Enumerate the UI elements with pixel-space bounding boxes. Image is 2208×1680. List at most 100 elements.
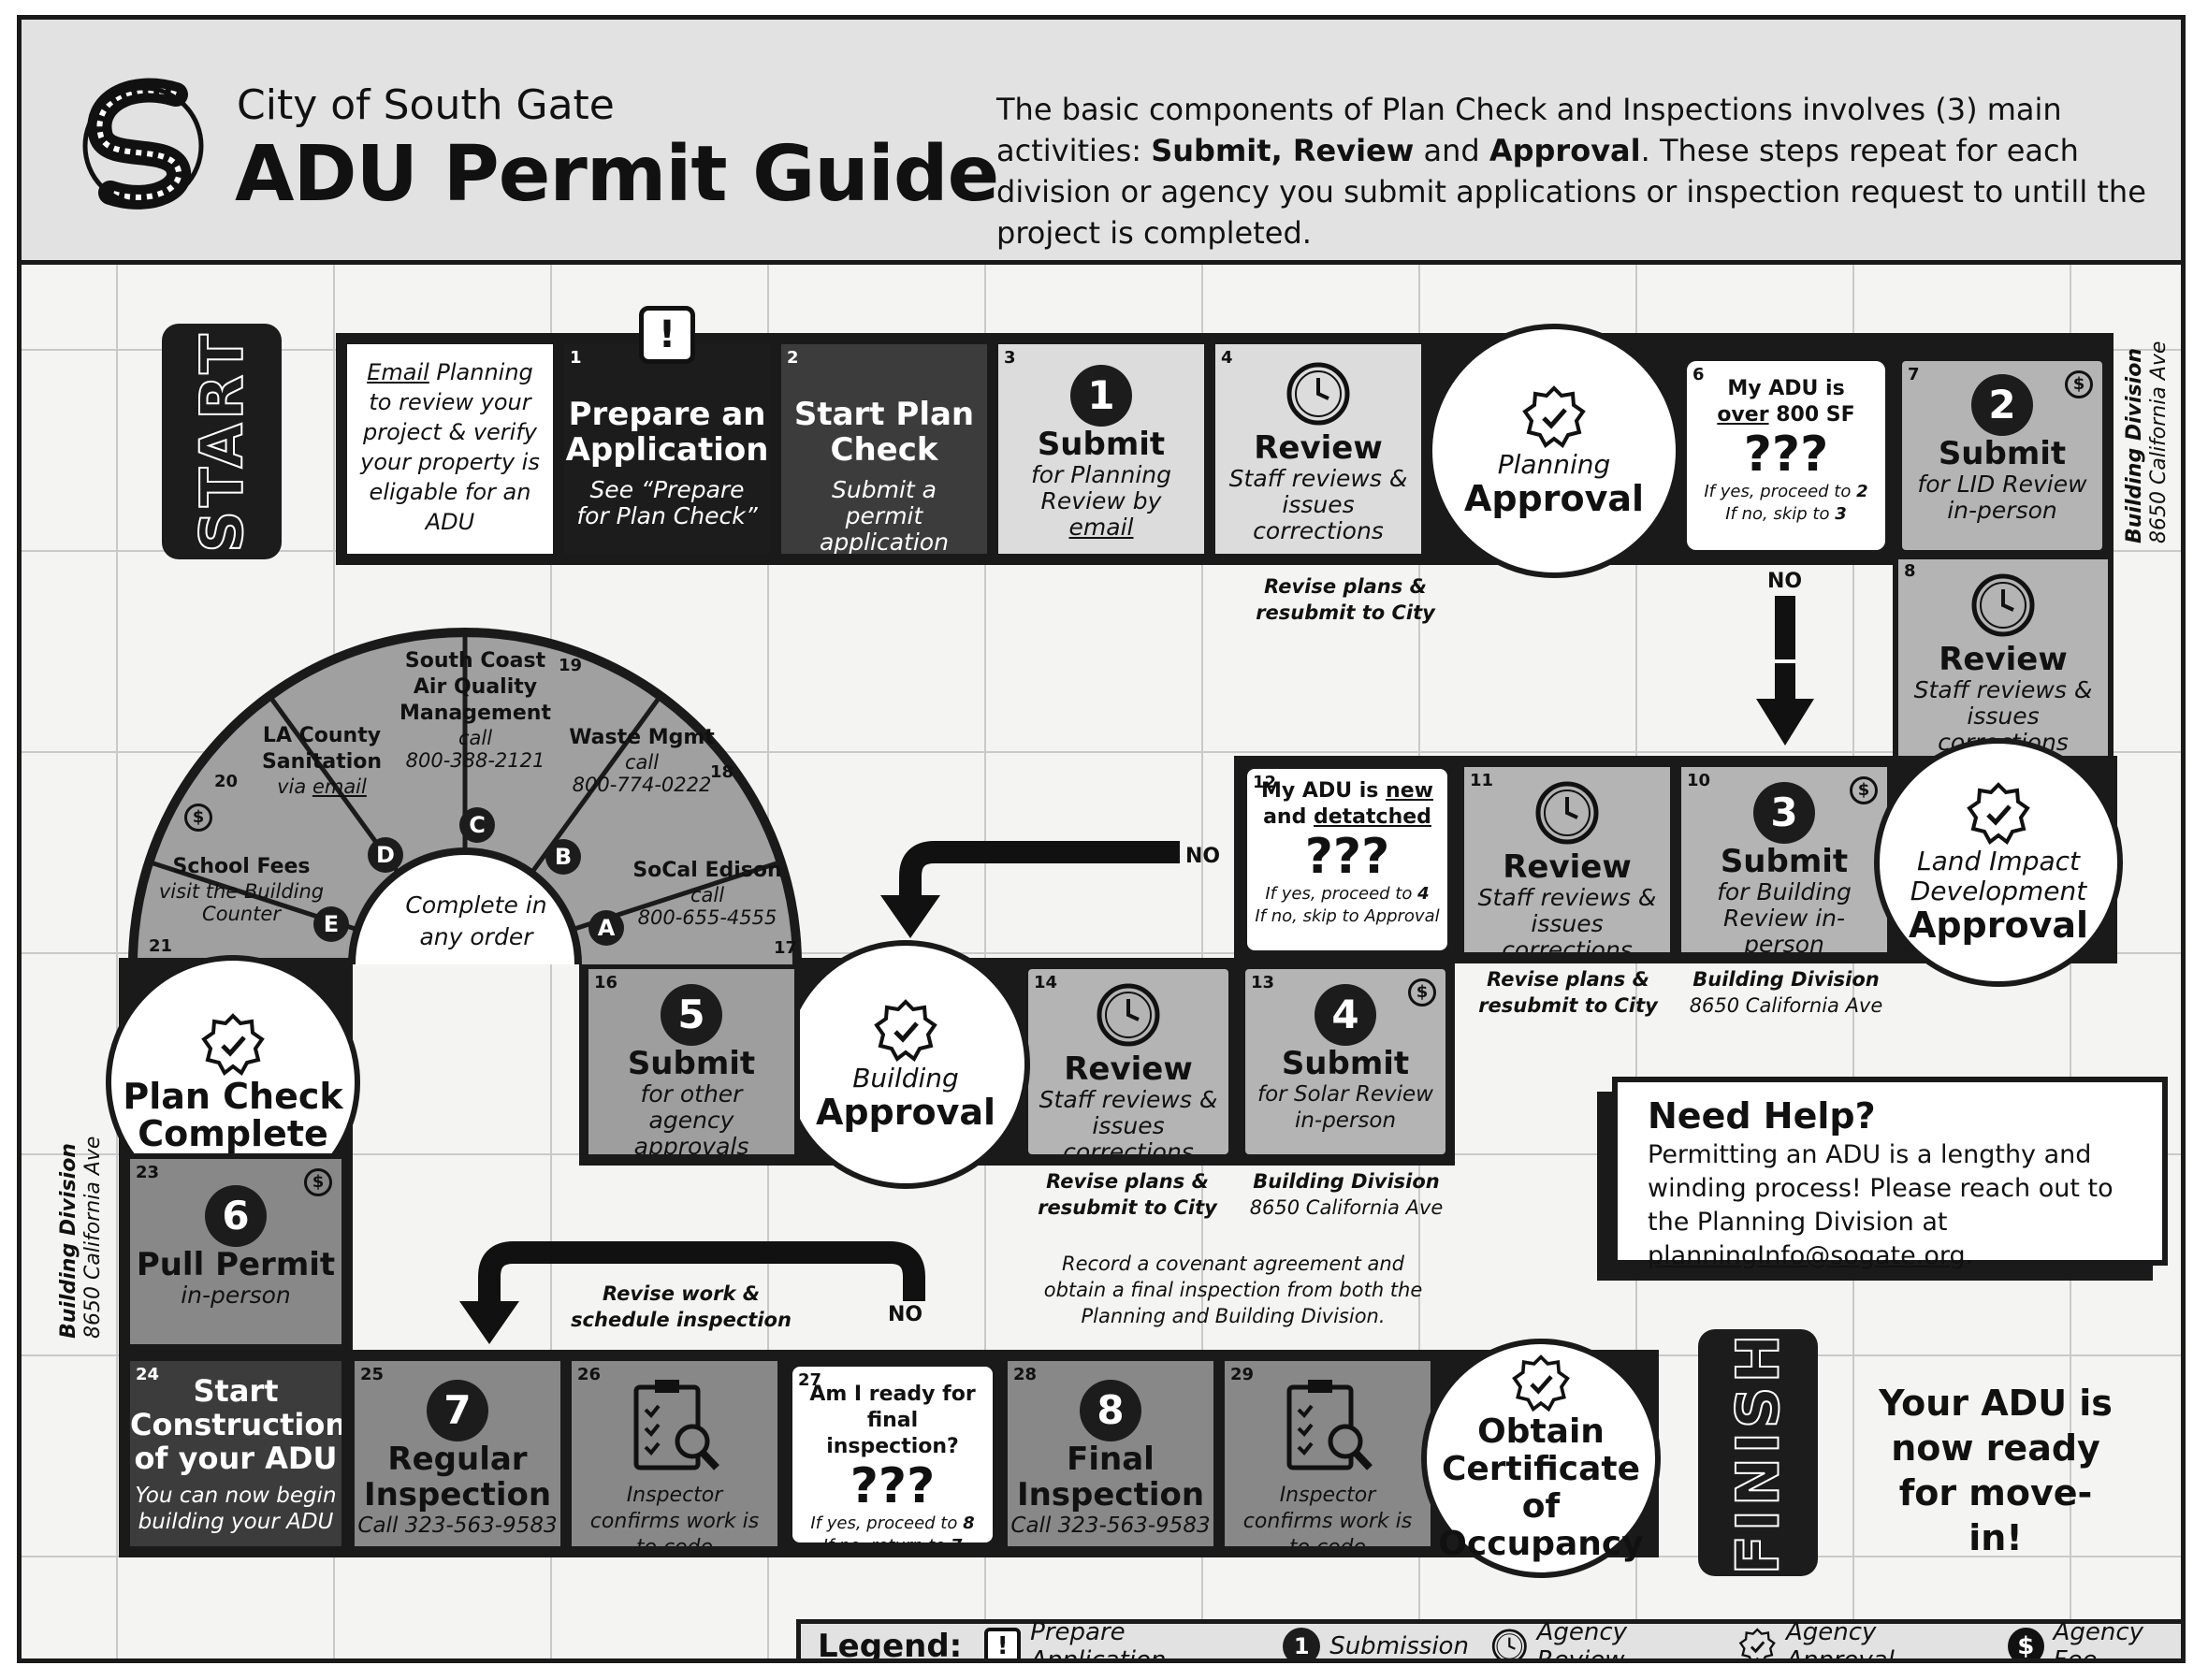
tile-number: 3 (1004, 348, 1016, 368)
tile-review-building: 11 Review Staff reviews & issues correct… (1459, 761, 1676, 958)
approval-l2: Approval (1463, 478, 1645, 519)
question-text: Am I ready for final inspection? (809, 1383, 976, 1458)
intro-line: The basic components of Plan Check and I… (996, 92, 2062, 168)
page-title: ADU Permit Guide (235, 130, 999, 219)
submission-icon: 7 (427, 1380, 488, 1441)
submission-icon: 3 (1753, 782, 1815, 844)
agency-method: visit the Building Counter (158, 880, 325, 925)
fan-item-socal-edison: SoCal Edison call 800-655-4555 (618, 858, 796, 929)
yes-step: 4 (1417, 884, 1430, 904)
no-text: If no, skip to Approval (1255, 906, 1440, 926)
tile-title: Regular Inspection (363, 1441, 552, 1513)
tile-number: 2 (787, 348, 799, 368)
tile-title: Start Construction of your ADU (130, 1373, 347, 1476)
tile0-text: Planning to review your project & verify… (360, 359, 540, 535)
dollar-icon: $ (1408, 978, 1436, 1007)
tile-sub: Call 323-563-9583 (357, 1513, 558, 1538)
tile-sub: Staff reviews & issues corrections (1477, 884, 1657, 958)
note-address: 8650 California Ave (1249, 1196, 1444, 1219)
yes-step: 8 (963, 1513, 975, 1533)
start-marker: START (162, 324, 282, 559)
finish-label: FINISH (1723, 1330, 1794, 1576)
tile-inspector-confirms-2: 29 Inspector confirms work is to code (1219, 1355, 1436, 1552)
dollar-icon: $ (1850, 776, 1878, 804)
legend-item-submission: 1 Submission (1283, 1627, 1469, 1658)
help-email-link[interactable]: planningInfo@sogate.org (1648, 1241, 1966, 1270)
agency-phone: 800-388-2121 (405, 749, 545, 772)
note-bold: Building Division (1253, 1170, 1440, 1193)
tile-title: Start Plan Check (793, 396, 975, 469)
fan-item-school-fees: School Fees visit the Building Counter (153, 854, 330, 925)
arrow-icon (1756, 596, 1814, 746)
intro-rest: . These steps repeat for each division o… (996, 133, 2146, 251)
planning-approval-ring: Planning Approval (1427, 324, 1681, 578)
tile-number: 10 (1687, 771, 1711, 790)
tile-sub: for Building Review in-person (1717, 878, 1852, 958)
intro-and: and (1414, 133, 1489, 168)
dollar-icon: $ (304, 1168, 332, 1196)
note-address: 8650 California Ave (81, 1136, 105, 1339)
tile-title: Prepare an Application (565, 396, 769, 469)
email-link[interactable]: email (1068, 514, 1134, 541)
email-link[interactable]: Email (367, 359, 429, 385)
approval-l1: Planning (1497, 449, 1611, 480)
tile-number: 14 (1034, 973, 1058, 992)
building-approval-ring: Building Approval (781, 940, 1030, 1189)
question-text: detatched (1314, 805, 1431, 829)
tile-number: 11 (1470, 771, 1494, 790)
agency-name: South Coast Air Quality Management (399, 649, 551, 725)
approval-badge-icon (874, 999, 937, 1063)
tile-sub: Submit a permit application (820, 476, 949, 556)
approval-badge-icon (1739, 1627, 1777, 1658)
intro-review: Review (1292, 133, 1415, 168)
city-name: City of South Gate (237, 81, 615, 129)
fan-number: 17 (774, 938, 798, 958)
revise-note: Revise plans & resubmit to City (1038, 1170, 1217, 1219)
tile-number: 1 (570, 348, 582, 368)
legend: Legend: ! Prepare Application 1 Submissi… (796, 1617, 2181, 1663)
legend-label: Agency Fee (2053, 1617, 2144, 1663)
tile-title: Review (1503, 848, 1632, 886)
note-bold: Building Division (2123, 348, 2146, 543)
tile-sub: Staff reviews & issues corrections (1228, 465, 1408, 544)
submission-icon: 2 (1971, 374, 2033, 436)
clock-icon (1286, 362, 1350, 426)
tile-review-planning: 4 Review Staff reviews & issues correcti… (1210, 339, 1427, 559)
tile-title: Submit (1037, 426, 1166, 463)
tile-sub: Inspector confirms work is to code (1242, 1484, 1413, 1552)
question-text: and (1263, 805, 1314, 829)
tile-sub: Staff reviews & issues corrections (1039, 1086, 1218, 1160)
submission-icon: 6 (205, 1185, 267, 1247)
tile-number: 25 (360, 1365, 385, 1384)
note-address: 8650 California Ave (1689, 994, 1883, 1017)
intro-approval: Approval (1489, 133, 1641, 168)
email-link[interactable]: email (312, 775, 367, 798)
fan-item-waste-mgmt: Waste Mgmt call 800-774-0222 (567, 725, 717, 796)
arrow-icon (880, 841, 1180, 938)
fan-letter-b: B (545, 839, 581, 875)
legend-title: Legend: (818, 1627, 963, 1663)
tile-sub: for other agency approvals (633, 1080, 749, 1160)
building-division-note: Building Division 8650 California Ave (1234, 1168, 1459, 1221)
tile-regular-inspection: 25 7 Regular Inspection Call 323-563-958… (349, 1355, 566, 1552)
agency-method: via (277, 775, 312, 798)
tile-sub: for LID Review in-person (1917, 471, 2087, 524)
tile-number: 13 (1251, 973, 1275, 992)
dollar-icon: $ (2008, 1627, 2044, 1658)
tile-number: 4 (1221, 348, 1233, 368)
question-text: My ADU is (1727, 377, 1845, 400)
agency-method: call (458, 727, 493, 749)
no-label: NO (1185, 845, 1221, 868)
question-marks: ??? (850, 1458, 936, 1514)
logo-icon (82, 78, 204, 210)
tile-sub: Call 323-563-9583 (1010, 1513, 1211, 1538)
legend-item-prepare: ! Prepare Application (984, 1618, 1260, 1658)
question-text: new (1386, 779, 1433, 803)
lid-approval-ring: Land Impact Development Approval (1874, 738, 2123, 987)
approval-l1: Plan Check (123, 1076, 343, 1117)
tile-title: Submit (1938, 435, 2067, 472)
tile-submit-solar: 13 $ 4 Submit for Solar Review in-person (1240, 963, 1451, 1160)
approval-l2: Approval (1908, 905, 2089, 946)
dollar-icon: $ (184, 804, 212, 832)
